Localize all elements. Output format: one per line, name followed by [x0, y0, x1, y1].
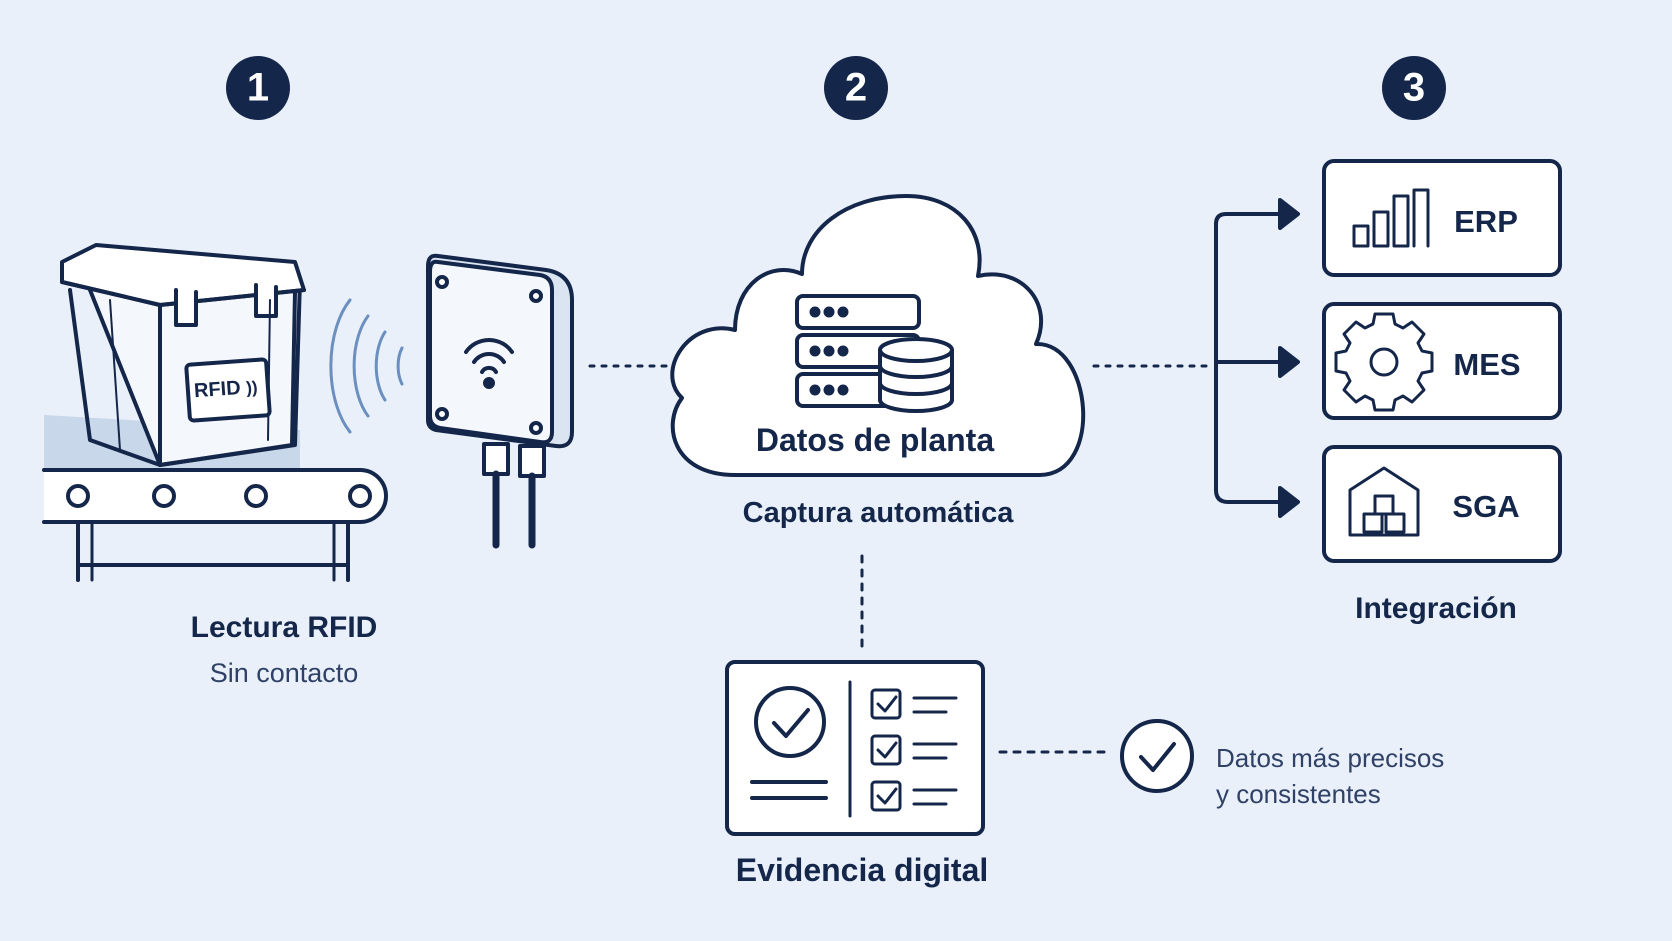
benefit-line-2: y consistentes: [1216, 779, 1381, 809]
benefit-line-1: Datos más precisos: [1216, 743, 1445, 773]
benefit-note: Datos más precisos y consistentes: [1216, 740, 1444, 812]
system-box-erp: [1322, 159, 1562, 277]
cloud-label: Datos de planta: [755, 422, 995, 458]
check-circle-icon: [1120, 719, 1194, 793]
rfid-tag: [184, 357, 272, 423]
step-number-1: 1: [246, 65, 270, 110]
rfid-tag-label: RFID )): [193, 376, 259, 403]
system-label-mes: MES: [1453, 347, 1521, 382]
system-label-erp: ERP: [1454, 204, 1518, 239]
evidence-label: Evidencia digital: [735, 852, 989, 888]
bar-chart-icon: [1352, 188, 1430, 248]
gear-icon: [1334, 312, 1434, 412]
reading-subtitle: Sin contacto: [209, 658, 359, 688]
warehouse-icon: [1348, 466, 1420, 537]
step-number-2: 2: [844, 65, 868, 110]
rfid-reader-icon: [426, 253, 574, 549]
radio-waves-icon: [329, 298, 404, 434]
integration-branch-arrows: [1214, 198, 1300, 518]
database-server-icon: [795, 294, 954, 413]
step-badge-2: [824, 56, 888, 120]
cloud-caption: Captura automática: [742, 497, 1014, 529]
system-label-sga: SGA: [1452, 489, 1520, 524]
approved-check-icon: [750, 686, 828, 800]
step-badge-3: [1382, 56, 1446, 120]
checklist-icon: [870, 688, 958, 812]
step-number-3: 3: [1402, 65, 1426, 110]
nfc-icon: )): [245, 377, 259, 398]
integration-label: Integración: [1355, 592, 1517, 625]
step-badge-1: [226, 56, 290, 120]
reading-title: Lectura RFID: [190, 611, 378, 644]
